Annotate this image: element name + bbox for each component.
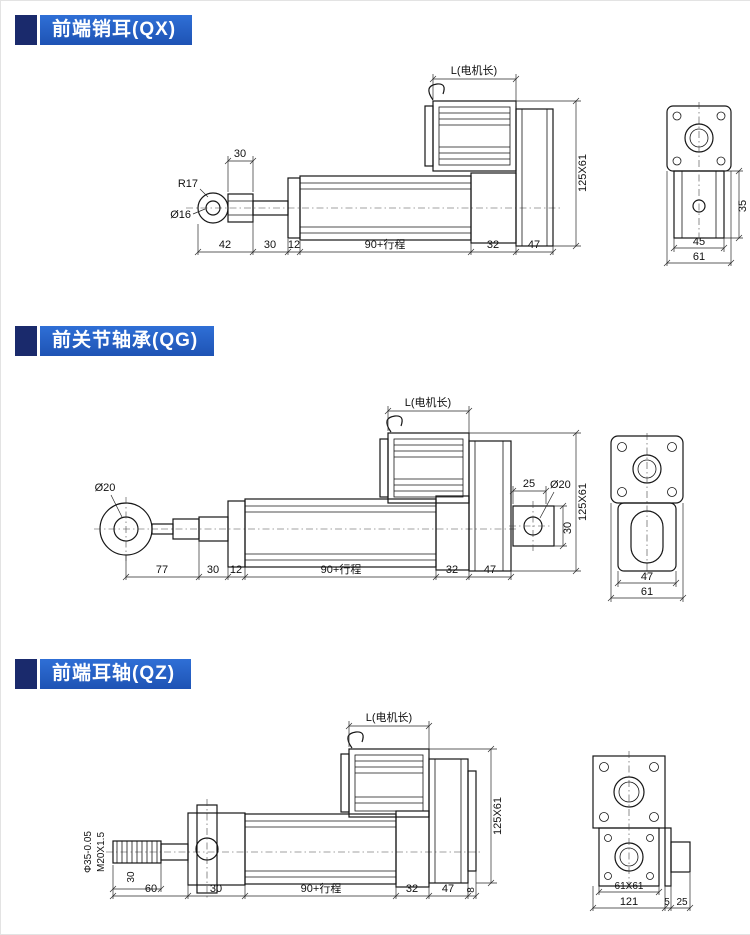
dim-32: 32 bbox=[406, 883, 418, 895]
endview-dim-45: 45 bbox=[693, 236, 705, 248]
header-accent-square bbox=[15, 326, 37, 356]
endview-dim-47: 47 bbox=[641, 571, 653, 583]
qx-drawing: 30 L(电机长) 125X61 R17 Ø16 42 30 12 90+行程 … bbox=[170, 63, 749, 267]
qz-side-view bbox=[106, 731, 481, 899]
endview-dim-35: 35 bbox=[737, 200, 749, 212]
dim-body-section: 125X61 bbox=[492, 797, 504, 835]
section-title-qx: 前端销耳(QX) bbox=[40, 15, 193, 45]
qx-end-view: 35 45 61 bbox=[663, 102, 749, 267]
section-header-qz: 前端耳轴(QZ) bbox=[15, 659, 192, 689]
dim-32: 32 bbox=[446, 564, 458, 576]
motor-cable bbox=[386, 415, 403, 433]
dim-60: 60 bbox=[145, 883, 157, 895]
dim-30: 30 bbox=[207, 564, 219, 576]
qz-dimensions: L(电机长) 125X61 Φ35-0.05 M20X1.5 30 60 30 … bbox=[83, 710, 504, 900]
dim-pin-bore: Ø20 bbox=[550, 479, 571, 491]
qx-side-view bbox=[186, 83, 563, 247]
dim-ear-radius: R17 bbox=[178, 178, 198, 190]
section-title-qg: 前关节轴承(QG) bbox=[40, 326, 215, 356]
dim-motor-length: L(电机长) bbox=[366, 710, 412, 724]
dim-8: 8 bbox=[466, 887, 477, 893]
dim-47: 47 bbox=[528, 239, 540, 251]
dim-ear-width: 30 bbox=[234, 148, 246, 160]
dim-motor-length: L(电机长) bbox=[405, 395, 451, 409]
dim-ear-bore: Ø16 bbox=[170, 209, 191, 221]
dim-thread-length: 30 bbox=[126, 871, 137, 883]
dim-32: 32 bbox=[487, 239, 499, 251]
dim-body-section: 125X61 bbox=[577, 483, 589, 521]
dim-rod-diameter: Φ35-0.05 bbox=[83, 831, 94, 873]
dim-30: 30 bbox=[210, 883, 222, 895]
endview-dim-61x61: 61X61 bbox=[615, 881, 644, 892]
section-title-qz: 前端耳轴(QZ) bbox=[40, 659, 192, 689]
dim-12: 12 bbox=[288, 239, 300, 251]
qg-dimensions: L(电机长) 125X61 Ø20 25 Ø20 30 77 30 12 90+… bbox=[95, 395, 589, 581]
qx-dimensions: 30 L(电机长) 125X61 R17 Ø16 42 30 12 90+行程 … bbox=[170, 63, 589, 256]
dim-thread: M20X1.5 bbox=[96, 832, 107, 872]
section-header-qx: 前端销耳(QX) bbox=[15, 15, 193, 45]
motor-cable bbox=[347, 731, 364, 749]
qg-drawing: L(电机长) 125X61 Ø20 25 Ø20 30 77 30 12 90+… bbox=[94, 395, 687, 602]
dim-47: 47 bbox=[484, 564, 496, 576]
qz-end-view: 61X61 121 5 25 bbox=[589, 751, 694, 912]
dim-30: 30 bbox=[264, 239, 276, 251]
dim-77: 77 bbox=[156, 564, 168, 576]
endview-dim-61: 61 bbox=[693, 251, 705, 263]
header-accent-square bbox=[15, 659, 37, 689]
qg-side-view bbox=[94, 415, 555, 572]
dim-42: 42 bbox=[219, 239, 231, 251]
section-header-qg: 前关节轴承(QG) bbox=[15, 326, 215, 356]
dim-motor-length: L(电机长) bbox=[451, 63, 497, 77]
motor-cable bbox=[428, 83, 445, 101]
dim-pin-offset: 25 bbox=[523, 478, 535, 490]
dim-47: 47 bbox=[442, 883, 454, 895]
endview-dim-61: 61 bbox=[641, 586, 653, 598]
header-accent-square bbox=[15, 15, 37, 45]
dim-body-section: 125X61 bbox=[577, 154, 589, 192]
qg-end-view: 47 61 bbox=[607, 433, 687, 602]
endview-dim-5: 5 bbox=[664, 897, 670, 908]
dim-12: 12 bbox=[230, 564, 242, 576]
dim-pin-height: 30 bbox=[562, 522, 574, 534]
qz-drawing: L(电机长) 125X61 Φ35-0.05 M20X1.5 30 60 30 … bbox=[83, 710, 694, 912]
dim-bearing-bore: Ø20 bbox=[95, 482, 116, 494]
dim-stroke: 90+行程 bbox=[365, 238, 406, 251]
dim-stroke: 90+行程 bbox=[301, 882, 342, 895]
endview-dim-25: 25 bbox=[676, 897, 688, 908]
dim-stroke: 90+行程 bbox=[321, 563, 362, 576]
endview-dim-121: 121 bbox=[620, 896, 638, 908]
